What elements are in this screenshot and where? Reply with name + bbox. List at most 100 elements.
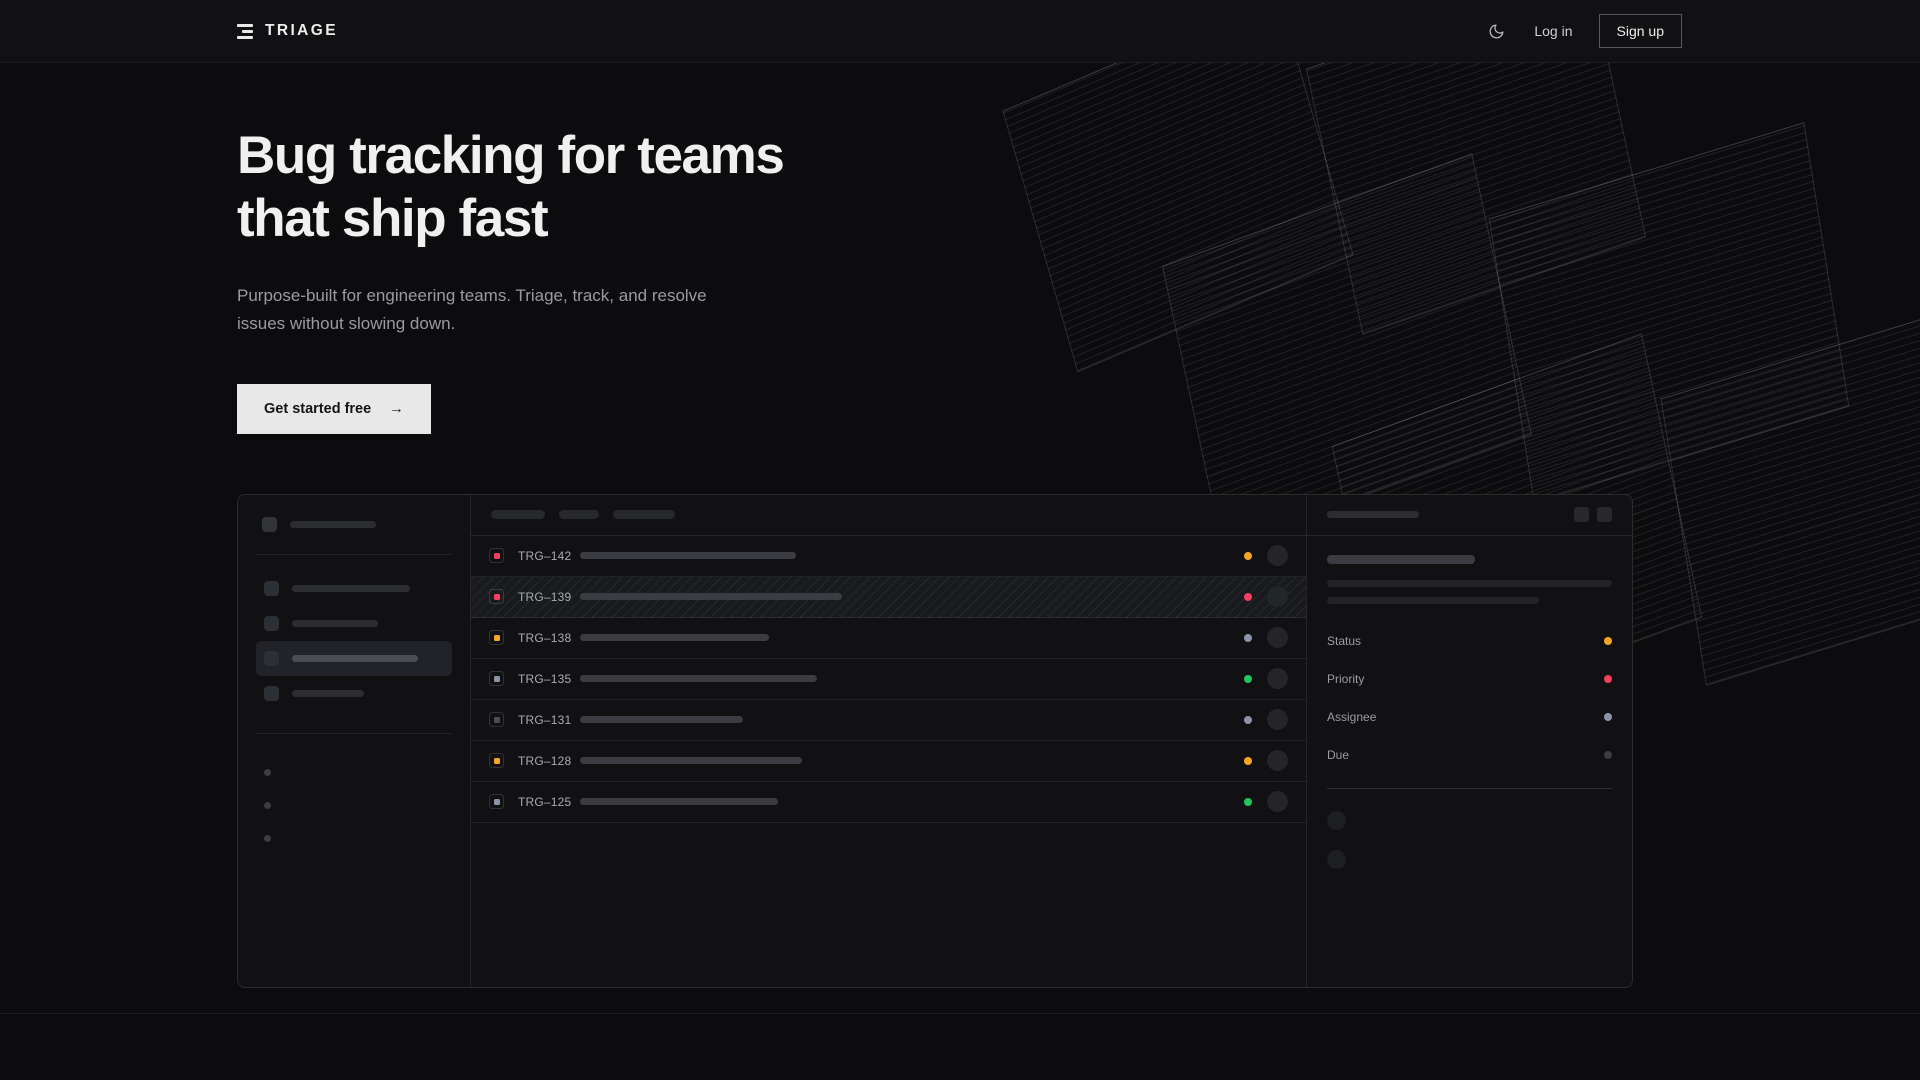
status-badge xyxy=(1244,797,1252,806)
detail-divider xyxy=(1327,787,1612,789)
status-badge xyxy=(1244,756,1252,765)
table-row[interactable]: TRG–142 xyxy=(471,536,1306,577)
avatar[interactable] xyxy=(1267,750,1288,772)
meta-label: Priority xyxy=(1327,671,1365,686)
hero-heading-line-1: Bug tracking for teams xyxy=(237,126,785,185)
avatar[interactable] xyxy=(1267,791,1288,813)
row-meta xyxy=(1244,586,1288,608)
avatar[interactable] xyxy=(1267,545,1288,567)
meta-row-due[interactable]: Due xyxy=(1327,736,1612,774)
sidebar-item-icon xyxy=(264,685,279,701)
issue-id: TRG–135 xyxy=(518,671,572,686)
sidebar-sublist-item-2[interactable] xyxy=(256,789,452,822)
issue-type-icon xyxy=(489,794,504,810)
status-badge xyxy=(1244,592,1252,601)
issue-title-skeleton xyxy=(580,716,743,724)
hero-heading-line-2: that ship fast xyxy=(237,188,549,248)
sidebar-divider-top xyxy=(256,553,452,555)
toolbar-control-1[interactable] xyxy=(491,510,545,520)
sidebar-nav xyxy=(256,571,452,711)
row-meta xyxy=(1244,791,1288,813)
issue-title-skeleton xyxy=(580,798,778,806)
bullet-icon xyxy=(264,834,271,842)
issue-title-skeleton xyxy=(580,552,796,560)
sidebar-item-label xyxy=(292,654,418,662)
issue-title-skeleton xyxy=(580,675,817,683)
login-link[interactable]: Log in xyxy=(1534,23,1573,39)
sidebar-item-icon xyxy=(264,650,279,666)
sidebar-item-2[interactable] xyxy=(256,606,452,641)
meta-label: Status xyxy=(1327,633,1362,648)
site-header: TRIAGE Log in Sign up xyxy=(0,0,1920,63)
issue-type-icon xyxy=(489,630,504,646)
avatar[interactable] xyxy=(1267,586,1288,608)
avatar[interactable] xyxy=(1267,709,1288,731)
meta-value-badge xyxy=(1604,750,1612,759)
sidebar-item-icon xyxy=(264,615,279,631)
sidebar-item-label xyxy=(292,689,364,697)
page-title: Bug tracking for teams that ship fast xyxy=(237,125,917,250)
bullet-icon xyxy=(264,801,271,809)
avatar[interactable] xyxy=(1327,810,1346,830)
avatar[interactable] xyxy=(1327,849,1346,869)
brand-logo[interactable]: TRIAGE xyxy=(237,22,338,40)
stacked-bars-icon xyxy=(237,23,253,39)
table-row[interactable]: TRG–125 xyxy=(471,782,1306,823)
status-badge xyxy=(1244,715,1252,724)
sidebar-item-label xyxy=(292,584,410,592)
comment-item-2 xyxy=(1327,849,1612,869)
cta-label: Get started free xyxy=(264,400,372,417)
sidebar-sublist-item-1[interactable] xyxy=(256,756,452,789)
detail-title-skeleton xyxy=(1327,511,1419,519)
description-line-1 xyxy=(1327,579,1612,587)
table-row[interactable]: TRG–135 xyxy=(471,659,1306,700)
sidebar-brand[interactable] xyxy=(256,513,452,532)
sidebar-item-4[interactable] xyxy=(256,676,452,711)
arrow-right-icon: → xyxy=(389,400,404,417)
moon-icon[interactable] xyxy=(1484,19,1508,43)
avatar[interactable] xyxy=(1267,627,1288,649)
meta-value-badge xyxy=(1604,674,1612,683)
toolbar-control-2[interactable] xyxy=(559,510,599,520)
row-meta xyxy=(1244,668,1288,690)
avatar[interactable] xyxy=(1267,668,1288,690)
detail-action-button-2[interactable] xyxy=(1597,507,1612,523)
workspace-name-skeleton xyxy=(290,520,376,528)
table-row[interactable]: TRG–128 xyxy=(471,741,1306,782)
toolbar-control-3[interactable] xyxy=(613,510,675,520)
table-row[interactable]: TRG–139 xyxy=(471,576,1306,618)
comment-list xyxy=(1327,810,1612,869)
detail-actions xyxy=(1574,507,1612,523)
row-meta xyxy=(1244,627,1288,649)
issue-type-icon xyxy=(489,548,504,564)
issue-id: TRG–131 xyxy=(518,712,572,727)
issue-type-icon xyxy=(489,671,504,687)
get-started-button[interactable]: Get started free → xyxy=(237,383,431,434)
issue-id: TRG–125 xyxy=(518,794,572,809)
meta-row-priority[interactable]: Priority xyxy=(1327,660,1612,698)
meta-value-badge xyxy=(1604,712,1612,721)
signup-button[interactable]: Sign up xyxy=(1598,14,1682,48)
row-meta xyxy=(1244,709,1288,731)
meta-row-status[interactable]: Status xyxy=(1327,622,1612,660)
issue-type-icon xyxy=(489,712,504,728)
issue-title-skeleton xyxy=(580,757,802,765)
comment-item-1 xyxy=(1327,810,1612,830)
sidebar-sublist-item-3[interactable] xyxy=(256,822,452,855)
detail-action-button-1[interactable] xyxy=(1574,507,1589,523)
table-row[interactable]: TRG–138 xyxy=(471,618,1306,659)
sidebar-item-1[interactable] xyxy=(256,571,452,606)
table-row[interactable]: TRG–131 xyxy=(471,700,1306,741)
app-sidebar xyxy=(238,494,471,987)
issue-title-skeleton xyxy=(580,593,842,601)
detail-description xyxy=(1327,579,1612,604)
issue-type-icon xyxy=(489,589,504,605)
sidebar-item-3[interactable] xyxy=(256,640,452,676)
workspace-icon xyxy=(262,516,277,532)
meta-row-assignee[interactable]: Assignee xyxy=(1327,698,1612,736)
